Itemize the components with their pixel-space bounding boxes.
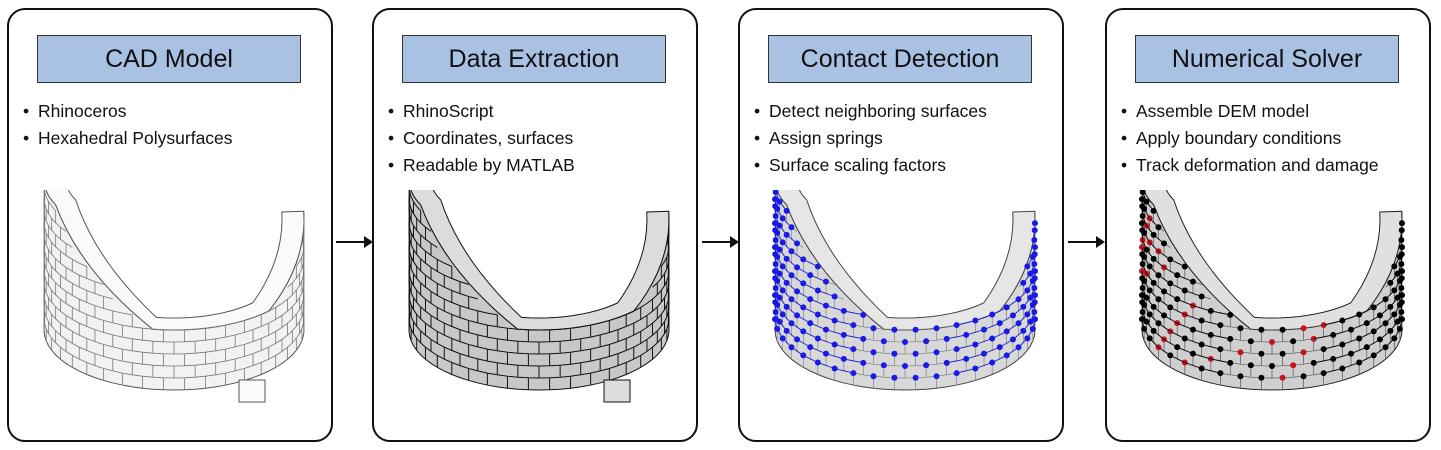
panel-title: Contact Detection [768, 35, 1032, 83]
bullet-item: Readable by MATLAB [388, 152, 575, 179]
bullet-item: Hexahedral Polysurfaces [23, 125, 233, 152]
panel-title: Data Extraction [402, 35, 666, 83]
arrow-icon [702, 236, 739, 248]
panel-title: CAD Model [37, 35, 301, 83]
cad-model-rendering [43, 190, 305, 403]
panel-cad-model: CAD Model Rhinoceros Hexahedral Polysurf… [7, 8, 333, 442]
bullet-item: Surface scaling factors [754, 152, 987, 179]
arrow-icon [1068, 236, 1105, 248]
panel-numerical-solver: Numerical Solver Assemble DEM model Appl… [1105, 8, 1431, 442]
wireframe-model-rendering [408, 190, 670, 403]
bullet-list: RhinoScript Coordinates, surfaces Readab… [388, 98, 575, 179]
solver-model-rendering [1139, 190, 1405, 391]
bullet-list: Assemble DEM model Apply boundary condit… [1121, 98, 1379, 179]
panel-contact-detection: Contact Detection Detect neighboring sur… [738, 8, 1064, 442]
bullet-item: Apply boundary conditions [1121, 125, 1379, 152]
bullet-list: Rhinoceros Hexahedral Polysurfaces [23, 98, 233, 152]
panel-data-extraction: Data Extraction RhinoScript Coordinates,… [372, 8, 698, 442]
bullet-item: Assign springs [754, 125, 987, 152]
bullet-list: Detect neighboring surfaces Assign sprin… [754, 98, 987, 179]
bullet-item: Coordinates, surfaces [388, 125, 575, 152]
bullet-item: Detect neighboring surfaces [754, 98, 987, 125]
panel-title: Numerical Solver [1135, 35, 1399, 83]
contact-network-rendering [772, 190, 1038, 391]
bullet-item: Assemble DEM model [1121, 98, 1379, 125]
arrow-icon [336, 236, 373, 248]
bullet-item: Track deformation and damage [1121, 152, 1379, 179]
bullet-item: Rhinoceros [23, 98, 233, 125]
bullet-item: RhinoScript [388, 98, 575, 125]
